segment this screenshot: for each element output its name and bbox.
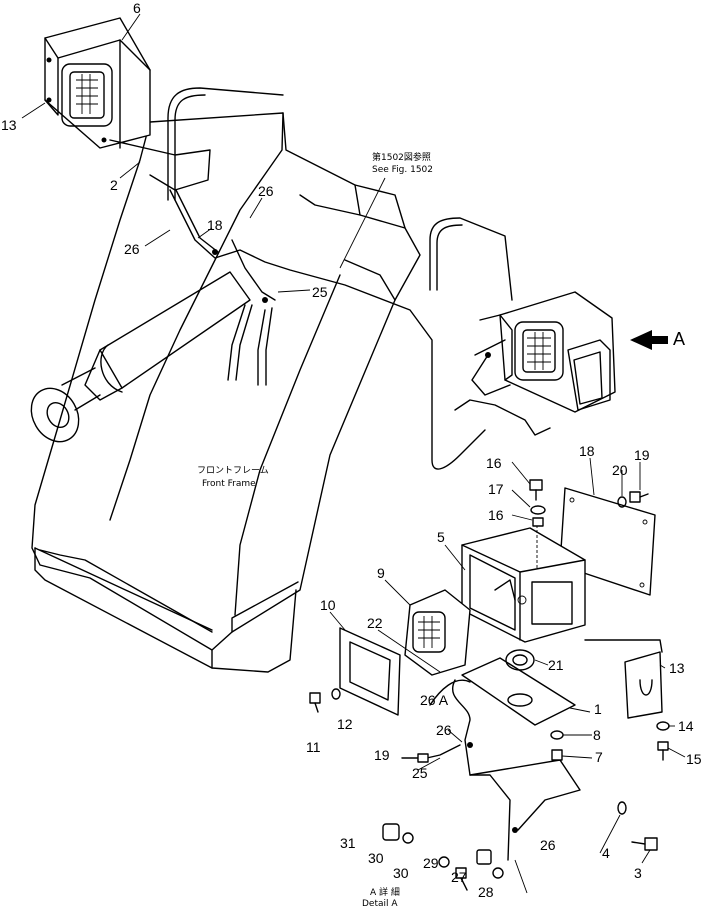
callout-13: 13 [1,117,17,133]
callout-2: 2 [110,177,118,193]
frame-note-jp: フロントフレーム [197,466,269,476]
callout-26: 26 [258,183,274,199]
callout-16: 18 [207,217,223,233]
view-arrow-icon [630,330,668,350]
guard-rails [167,87,513,301]
callout-14: 15 [686,751,702,767]
callout-9: 9 [377,565,385,581]
small-lamp [404,589,471,676]
hydraulic-cylinder [30,271,251,443]
callout-23: 21 [548,657,564,673]
callout-1: 1 [594,701,602,717]
callout-5: 5 [437,529,445,545]
side-lamp [624,651,663,719]
callout-26A: 26 A [420,692,449,708]
callout-13: 13 [669,660,685,676]
callout-22: 20 [612,462,628,478]
callout-25: 25 [312,284,328,300]
gasket [339,627,401,716]
callout-7: 7 [595,749,603,765]
fasteners [309,479,670,891]
callout-30: 30 [368,850,384,866]
callout-31: 31 [340,835,356,851]
grommet [505,649,535,671]
callout-3: 3 [634,865,642,881]
lamp-case [461,527,586,643]
callout-19: 17 [488,481,504,497]
callout-26: 26 [124,241,140,257]
callout-16: 19 [374,747,390,763]
see-fig-note-en: See Fig. 1502 [372,165,434,175]
leader-lines [21,13,686,894]
mount-bracket [461,657,576,726]
lamp-left-bracket [109,139,211,191]
callout-29: 29 [423,855,439,871]
callout-4: 4 [602,845,610,861]
callout-6: 6 [133,0,141,16]
callout-28: 28 [478,884,494,900]
front-frame [31,112,421,673]
callout-20: 18 [579,443,595,459]
callout-24: 22 [367,615,383,631]
callout-12: 12 [337,716,353,732]
callout-21: 19 [634,447,650,463]
callout-27: 27 [451,869,467,885]
lamp-left [44,17,151,149]
callout-18: 16 [486,455,502,471]
callout-26: 26 [540,837,556,853]
view-arrow-label: A [673,329,686,349]
callout-10: 10 [320,597,336,613]
detail-note-en: Detail A [362,899,398,909]
frame-note-en: Front Frame [202,479,256,489]
detail-note-jp: A 詳 細 [370,888,400,898]
callout-25: 25 [412,765,428,781]
see-fig-note-jp: 第1502図参照 [372,153,431,163]
callout-30: 30 [393,865,409,881]
callout-26: 26 [436,722,452,738]
lamp-right [474,291,616,413]
callout-8: 8 [593,727,601,743]
wire-harness [169,189,551,470]
callout-15: 14 [678,718,694,734]
callout-11: 11 [306,739,321,755]
callout-17: 16 [488,507,504,523]
